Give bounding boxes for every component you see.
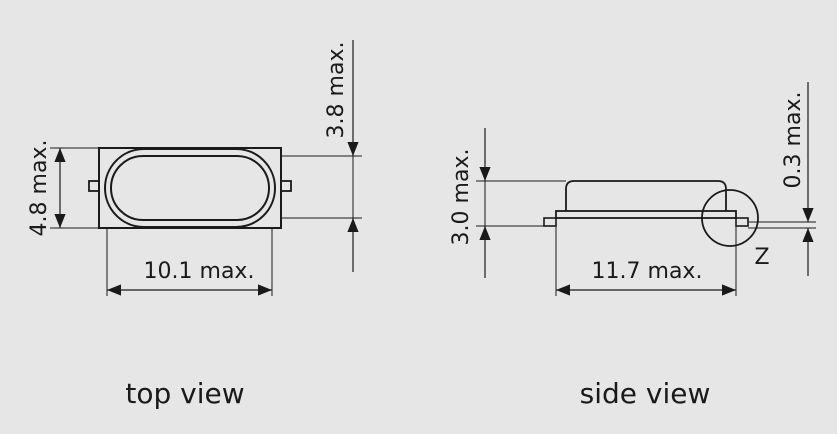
base-plate [555,210,737,219]
left-terminal [543,217,557,227]
lead-thickness-dimension: 0.3 max. [748,82,816,276]
side-height-dimension: 3.0 max. [449,128,566,278]
can-outer-outline [104,148,276,228]
left-lead [88,180,100,192]
thickness-dimension-label: 3.8 max. [324,42,349,139]
top-view: 4.8 max. 10.1 max. 3.8 max. top view [27,40,362,410]
side-length-label: 11.7 max. [592,259,703,284]
top-thickness-dimension: 3.8 max. [281,40,362,272]
side-view: Z 3.0 max. 11.7 max. [449,82,816,410]
right-lead [280,180,292,192]
top-height-dimension: 4.8 max. [27,140,99,237]
can-body [565,180,727,211]
width-dimension-label: 10.1 max. [144,259,255,284]
top-view-caption: top view [125,377,244,410]
detail-circle [701,189,759,247]
right-terminal [735,217,749,227]
height-dimension-label: 4.8 max. [27,140,52,237]
can-inner-outline [110,155,270,221]
top-width-dimension: 10.1 max. [106,228,273,296]
side-view-package [543,180,749,227]
detail-label: Z [754,245,769,270]
side-height-label: 3.0 max. [449,149,474,246]
top-view-package [88,147,292,229]
side-length-dimension: 11.7 max. [555,226,737,296]
lead-dimension-label: 0.3 max. [781,92,806,189]
side-view-caption: side view [580,377,711,410]
